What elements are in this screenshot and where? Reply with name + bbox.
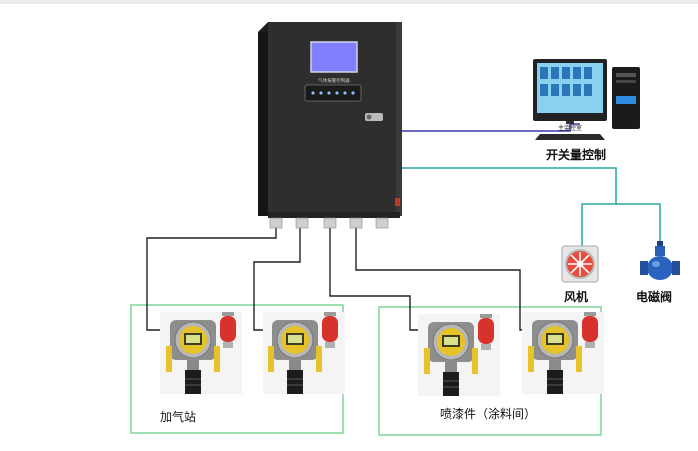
valve-label: 电磁阀 bbox=[636, 290, 673, 304]
controller-keypad bbox=[304, 84, 362, 102]
keyboard bbox=[535, 134, 605, 140]
fan-label: 风机 bbox=[564, 290, 589, 304]
top-strip bbox=[0, 0, 698, 4]
exhaust-fan bbox=[561, 245, 599, 283]
zone-label-gas-station: 加气站 bbox=[160, 410, 197, 424]
cable-glands bbox=[268, 212, 400, 229]
monitor-link-wire bbox=[402, 123, 580, 132]
gas-detector-4 bbox=[522, 311, 604, 395]
monitoring-computer: 主监控室 bbox=[533, 59, 640, 140]
gas-alarm-controller: 气体报警控制器 bbox=[258, 22, 402, 229]
gas-detector-3 bbox=[418, 313, 500, 397]
computer-caption: 主监控室 bbox=[558, 124, 582, 132]
status-light-icon bbox=[395, 198, 400, 206]
controller-panel-text: 气体报警控制器 bbox=[318, 77, 350, 84]
switch-control-label: 开关量控制 bbox=[546, 148, 607, 162]
controller-screen bbox=[310, 41, 358, 73]
keypad-buttons bbox=[311, 91, 355, 95]
zone-label-paint-room: 喷漆件（涂料间） bbox=[440, 407, 537, 421]
switch-output-wiring bbox=[402, 167, 661, 246]
gas-detector-2 bbox=[263, 311, 345, 395]
gas-detector-1 bbox=[160, 311, 242, 395]
solenoid-valve bbox=[640, 241, 680, 280]
